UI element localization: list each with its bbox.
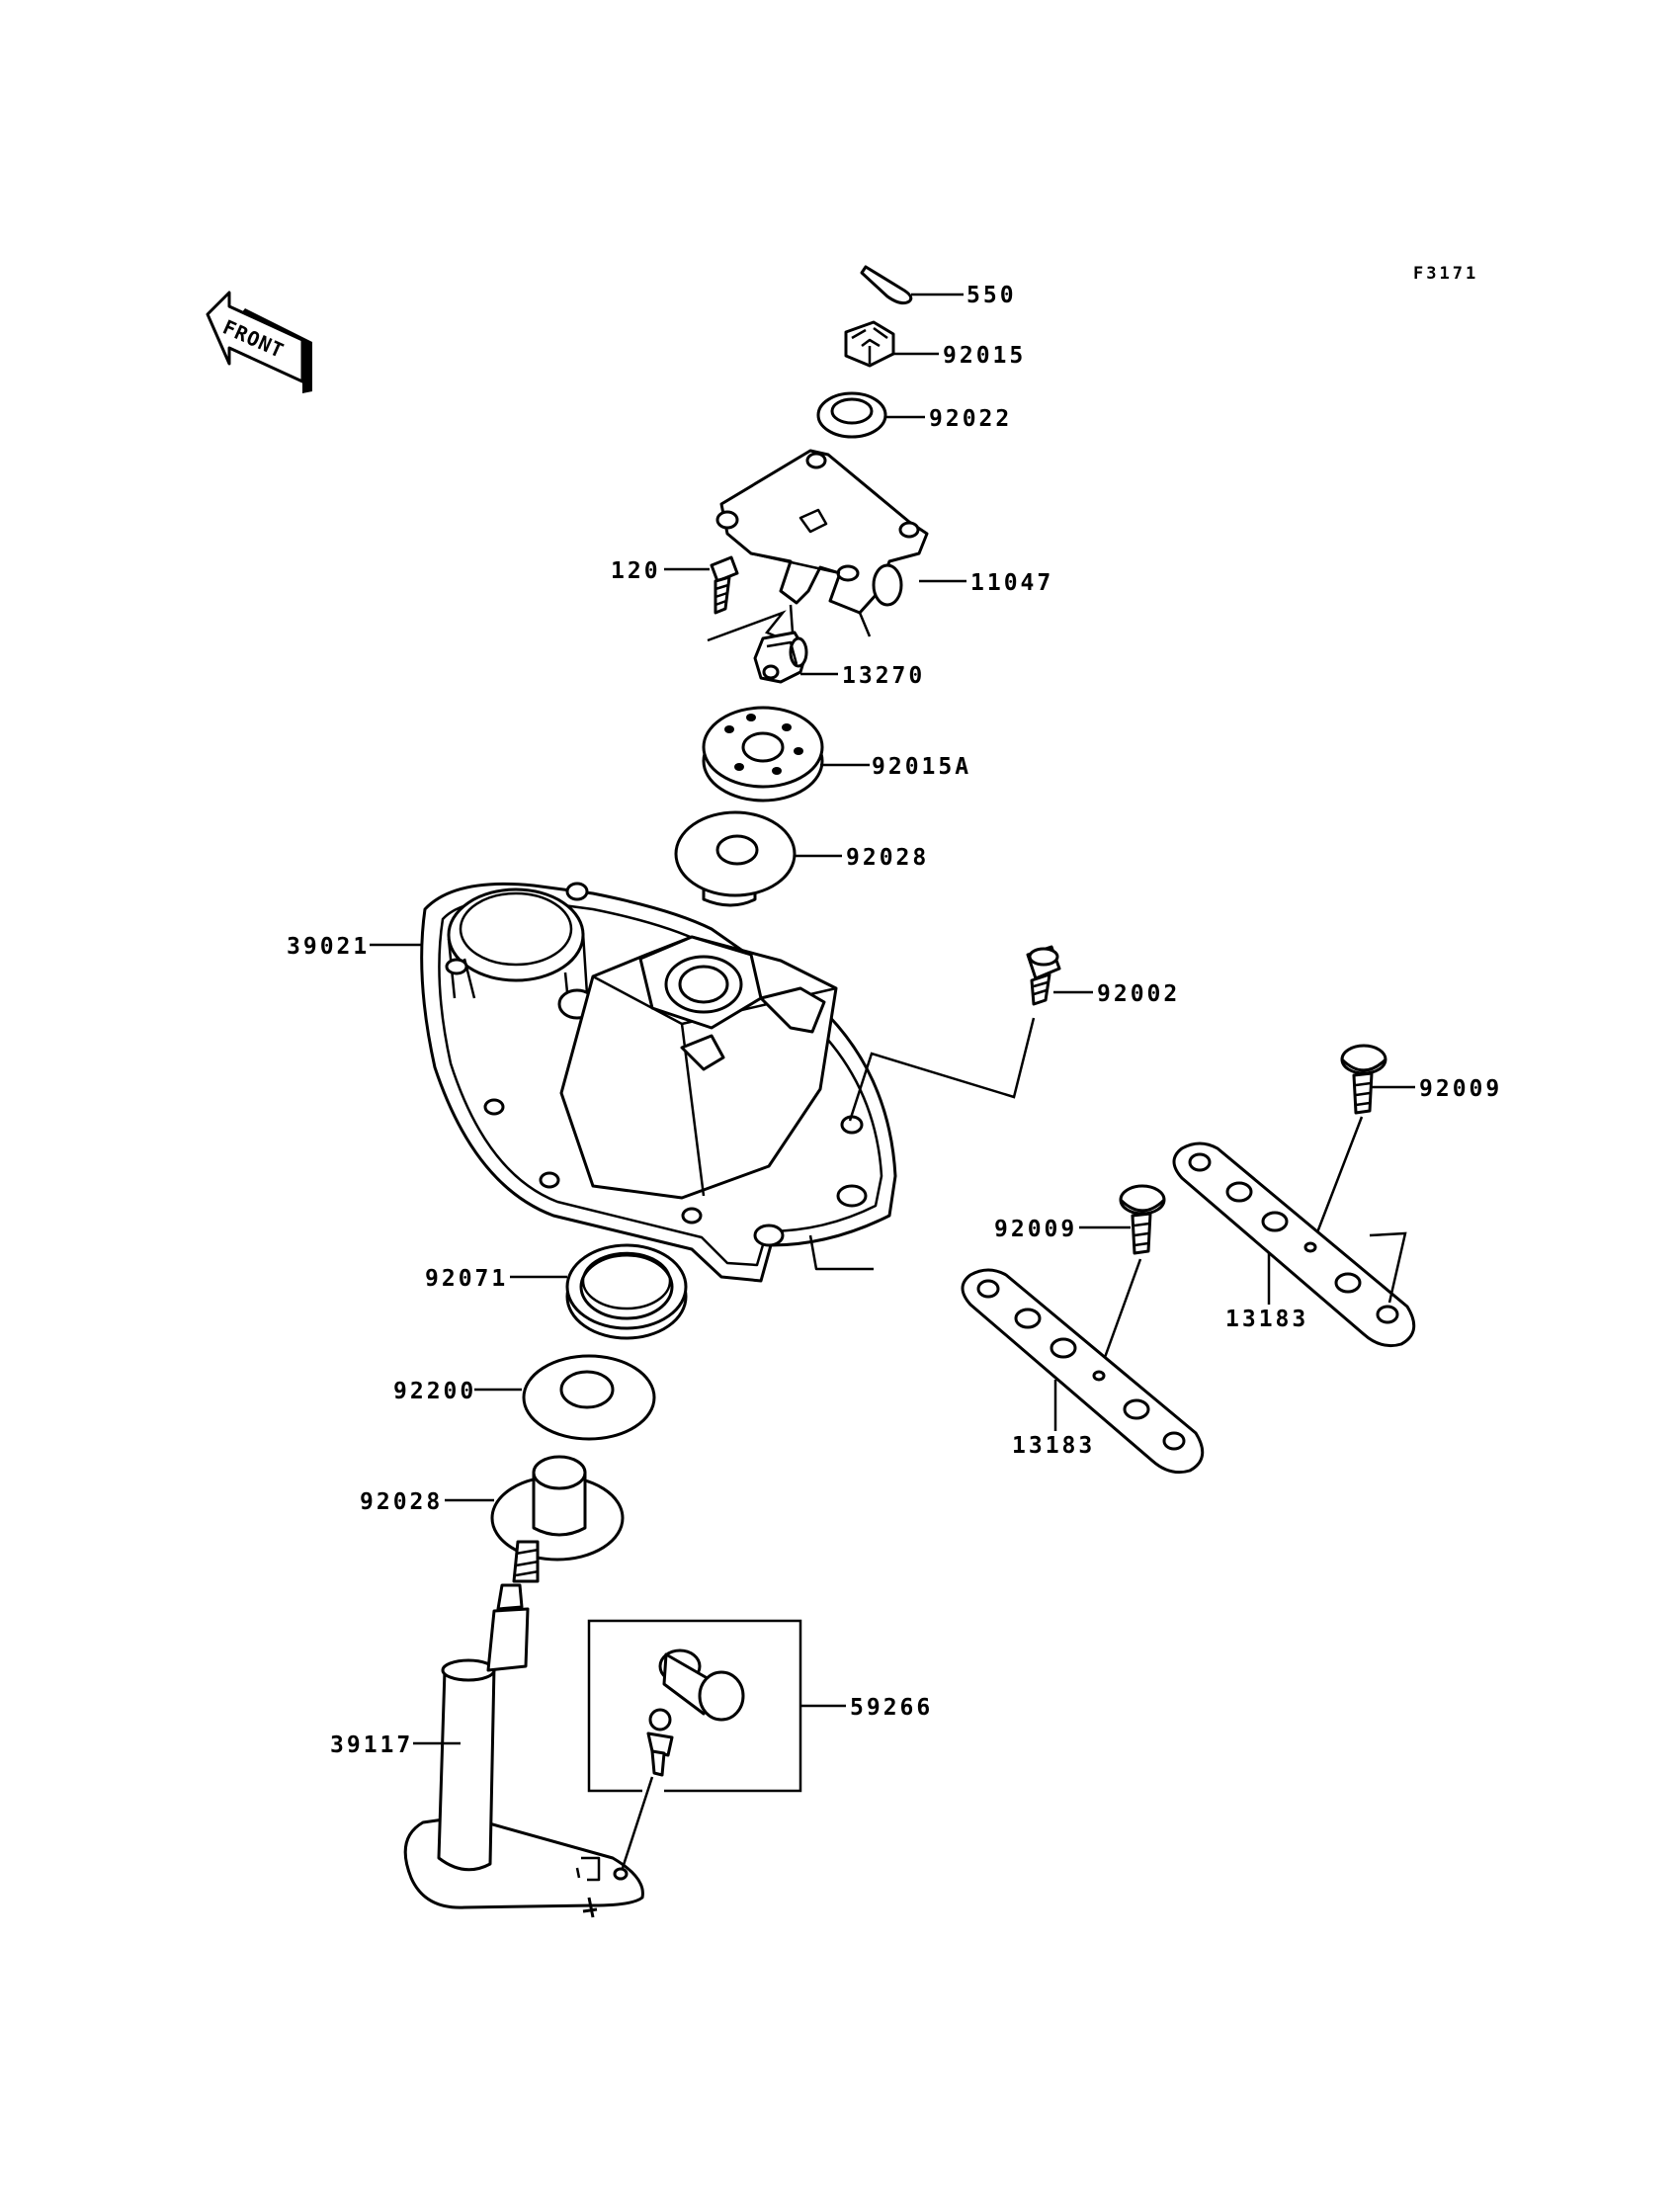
flange-nut-part [702,706,824,803]
callout-92009-upper: 92009 [1419,1076,1502,1102]
callout-92028-lower: 92028 [360,1489,443,1515]
callout-92015a: 92015A [872,754,971,780]
callout-92200: 92200 [393,1379,476,1404]
seal-part [565,1243,688,1340]
plate-13183-lower-part [961,1268,1205,1475]
callout-92015: 92015 [943,343,1026,369]
washer-part [816,391,887,439]
bracket-part [715,449,929,643]
callout-92009-lower: 92009 [994,1217,1077,1242]
bolt-92002-part [1026,945,1061,1006]
plate-13183-upper-part [1172,1141,1416,1348]
callout-13270: 13270 [842,663,925,689]
castle-nut-part [844,320,895,368]
callout-59266: 59266 [850,1695,933,1721]
bolt-part [710,555,739,615]
steering-shaft-part [403,1540,644,1918]
callout-13183-upper: 13183 [1225,1307,1308,1332]
callout-11047: 11047 [970,570,1053,596]
kit-59266-box [587,1619,802,1793]
screw-92009-lower-part [1119,1184,1166,1255]
cotter-pin-part [860,265,913,305]
ball-joint-part [753,631,808,684]
screw-92009-upper-part [1340,1044,1387,1115]
washer-92200-part [522,1354,656,1441]
callout-92022: 92022 [929,406,1012,432]
steering-housing-part [420,882,897,1283]
callout-550: 550 [966,283,1017,308]
callout-92002: 92002 [1097,981,1180,1007]
bushing-upper-part [674,810,797,907]
callout-13183-lower: 13183 [1012,1433,1095,1459]
front-arrow-icon: FRONT [206,291,312,393]
figure-code: F3171 [1413,264,1478,284]
callout-120: 120 [611,558,661,584]
callout-92028-upper: 92028 [846,845,929,871]
callout-92071: 92071 [425,1266,508,1292]
callout-39117: 39117 [330,1732,413,1758]
callout-39021: 39021 [287,934,370,960]
bushing-lower-part [490,1455,625,1562]
